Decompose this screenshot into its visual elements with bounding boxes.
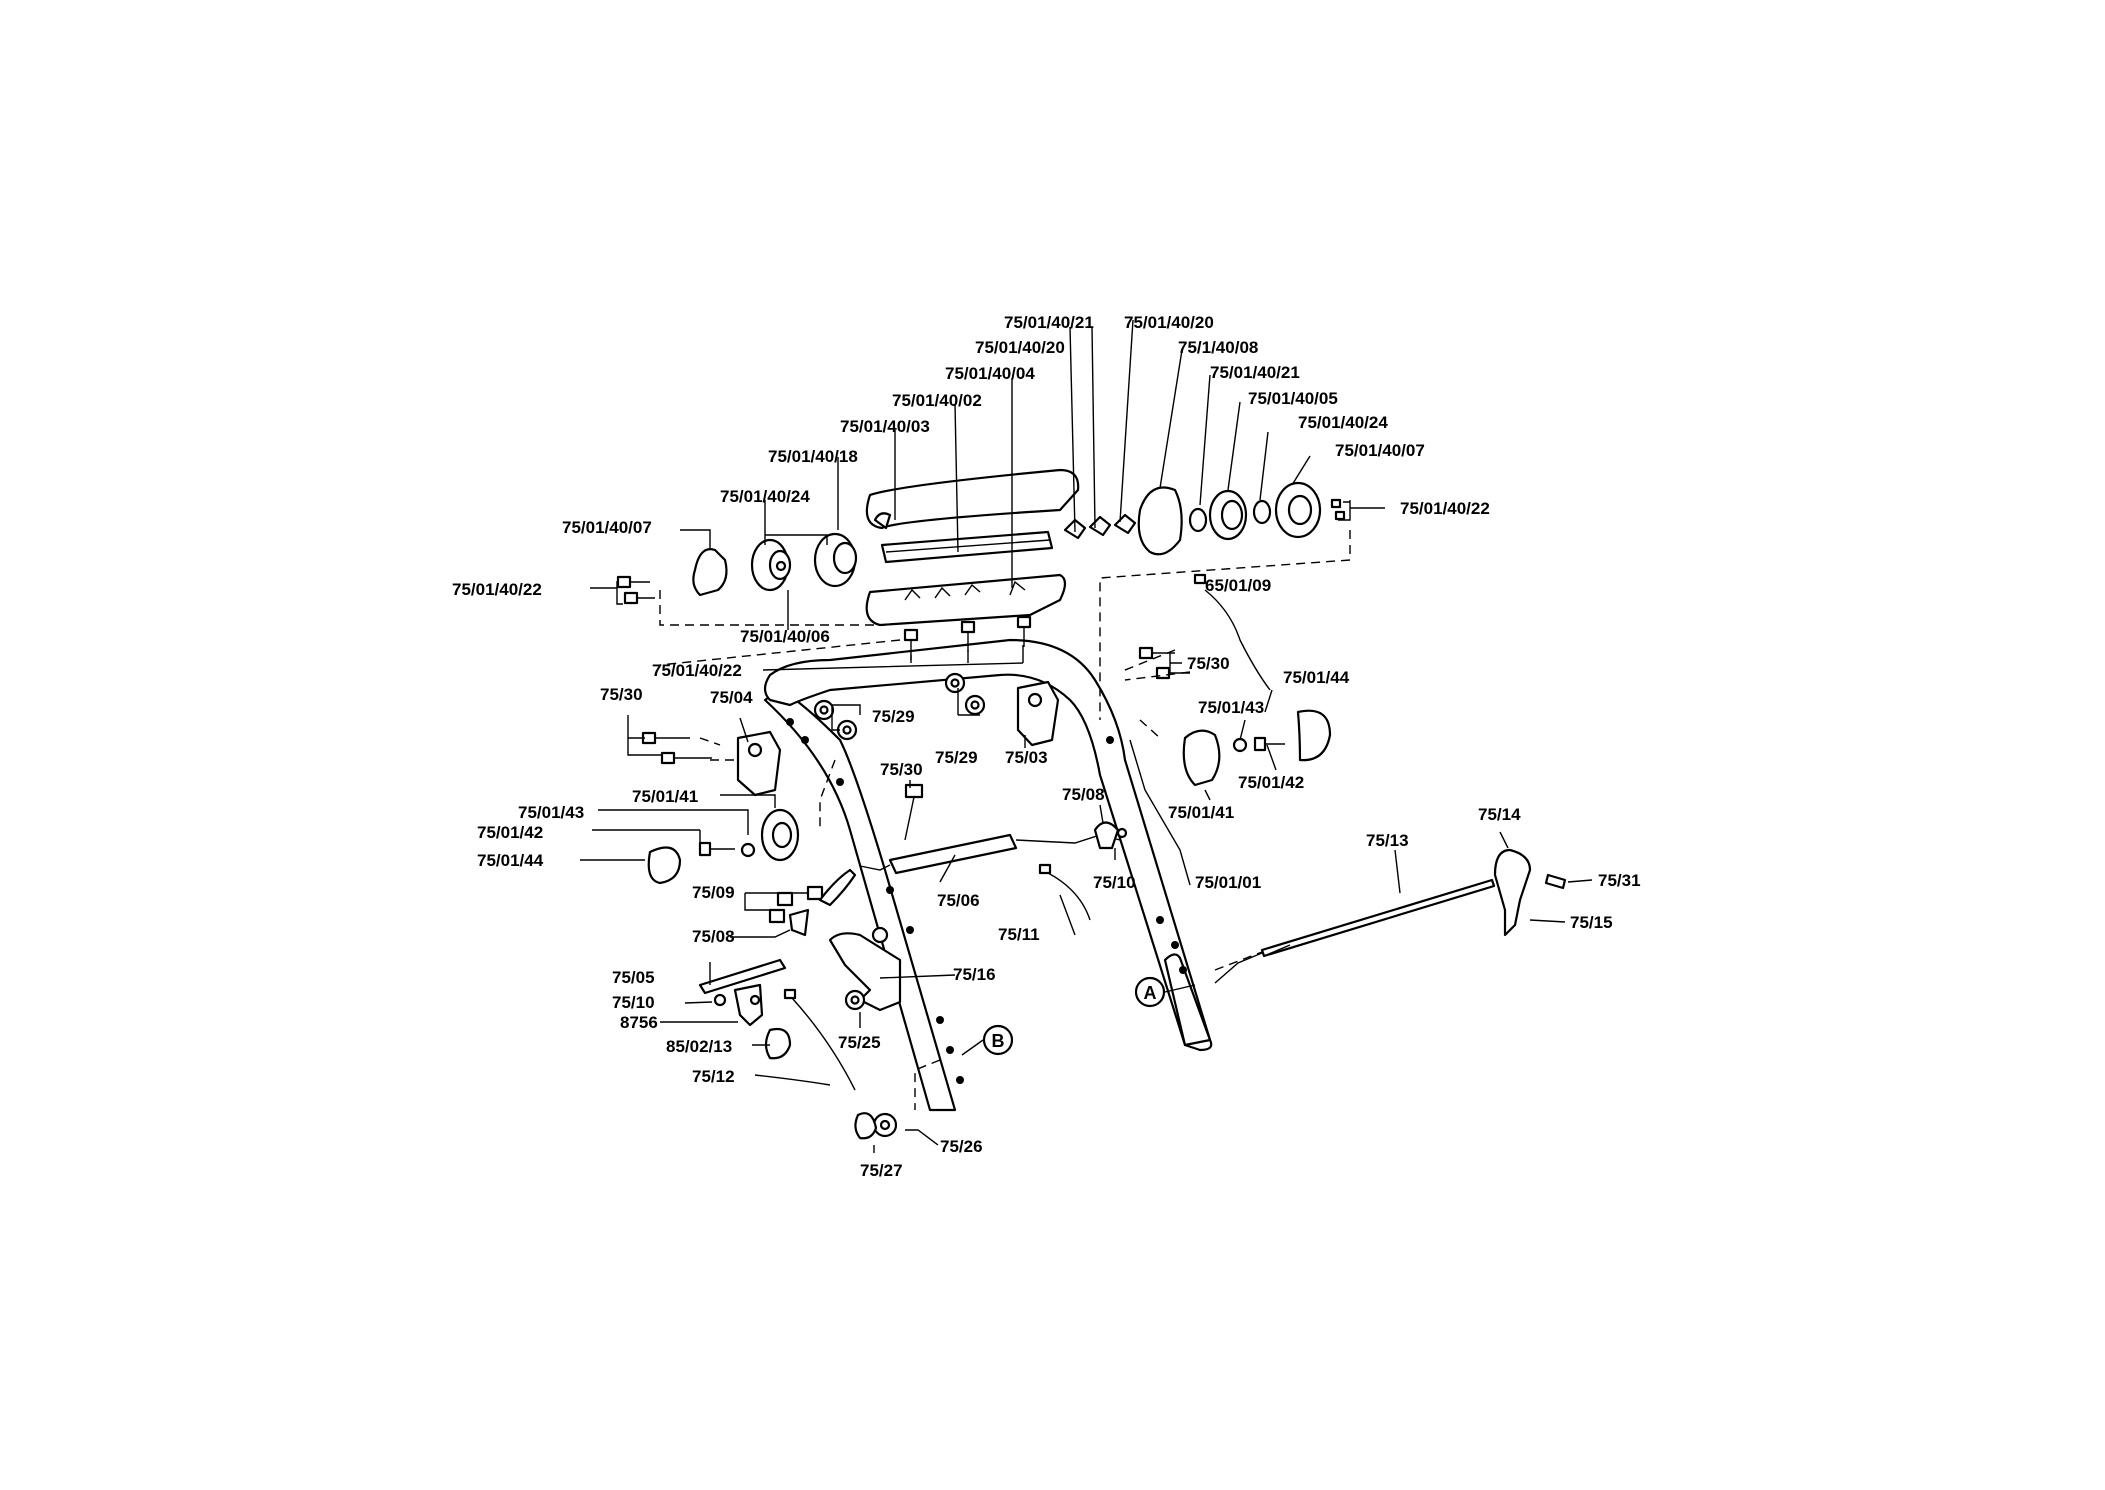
leader-lines <box>580 319 1593 1153</box>
roller-shaft <box>880 530 1054 564</box>
part-label: 65/01/09 <box>1205 576 1271 595</box>
part-label: 75/15 <box>1570 913 1613 932</box>
part-label: 75/03 <box>1005 748 1048 767</box>
part-label: 75/01/41 <box>1168 803 1234 822</box>
right-end-screws <box>1330 498 1346 521</box>
cable-75-12 <box>783 988 856 1091</box>
part-label: 85/02/13 <box>666 1037 732 1056</box>
part-label: 75/30 <box>880 760 923 779</box>
right-roller-parts <box>1063 481 1322 556</box>
clamp-center <box>1016 680 1060 747</box>
part-labels: 75/01/40/21 75/01/40/20 75/01/40/20 75/1… <box>452 313 1641 1180</box>
pin-75-31 <box>1544 873 1567 890</box>
part-label: 75/09 <box>692 883 735 902</box>
part-label: 75/01/40/24 <box>1298 413 1388 432</box>
part-label: 75/01/42 <box>1238 773 1304 792</box>
bolt-75-30-center <box>904 783 924 841</box>
clip-85-02-13 <box>764 1027 792 1060</box>
marker-b-label: B <box>992 1031 1005 1051</box>
part-label: 75/01/40/03 <box>840 417 930 436</box>
dashed-guides <box>659 530 1351 1110</box>
part-label: 75/08 <box>692 927 735 946</box>
part-label: 75/01/44 <box>477 851 544 870</box>
housing-screws <box>903 615 1032 660</box>
part-label: 75/26 <box>940 1137 983 1156</box>
part-label: 75/01/40/24 <box>720 487 810 506</box>
part-label: 75/01/40/20 <box>1124 313 1214 332</box>
part-label: 75/05 <box>612 968 655 987</box>
cable-65-01-09 <box>1193 573 1271 691</box>
cable-hooks <box>1038 821 1128 921</box>
part-label: 75/01/40/18 <box>768 447 858 466</box>
knob-left <box>647 808 800 885</box>
roller-cover <box>865 468 1080 530</box>
part-label: 75/01/40/02 <box>892 391 982 410</box>
part-label: 75/29 <box>872 707 915 726</box>
part-label: 75/01/01 <box>1195 873 1261 892</box>
part-label: 75/31 <box>1598 871 1641 890</box>
handle-frame <box>763 638 1213 1112</box>
clamp-left <box>736 730 782 797</box>
part-label: 75/11 <box>998 925 1040 944</box>
part-label: 75/10 <box>612 993 655 1012</box>
part-label: 75/01/40/05 <box>1248 389 1338 408</box>
part-label: 75/01/40/04 <box>945 364 1035 383</box>
part-label: 75/01/40/21 <box>1210 363 1300 382</box>
part-label: 75/30 <box>600 685 643 704</box>
part-label: 75/16 <box>953 965 996 984</box>
marker-b: B <box>982 1024 1014 1056</box>
part-label: 75/01/44 <box>1283 668 1350 687</box>
roller-housing <box>865 573 1067 627</box>
lever-75-05 <box>698 958 787 1027</box>
part-label: 75/12 <box>692 1067 735 1086</box>
frame-bolt-holes <box>786 718 1187 1084</box>
marker-a-label: A <box>1144 983 1157 1003</box>
part-label: 75/08 <box>1062 785 1105 804</box>
part-label: 75/01/40/21 <box>1004 313 1094 332</box>
part-label: 75/10 <box>1093 873 1136 892</box>
washer-75-25 <box>844 989 866 1011</box>
part-label: 75/01/41 <box>632 787 698 806</box>
knob-right <box>1182 709 1332 787</box>
part-label: 75/01/40/20 <box>975 338 1065 357</box>
part-label: 75/01/40/22 <box>452 580 542 599</box>
part-label: 75/01/40/07 <box>1335 441 1425 460</box>
part-label: 75/06 <box>937 891 980 910</box>
part-label: 75/01/40/22 <box>652 661 742 680</box>
part-label: 75/14 <box>1478 805 1521 824</box>
part-label: 75/25 <box>838 1033 881 1052</box>
lever-bar-75-06 <box>859 833 1121 875</box>
left-end-screws <box>616 575 655 605</box>
left-roller-parts <box>692 532 858 597</box>
part-label: 75/01/40/07 <box>562 518 652 537</box>
part-label: 75/01/43 <box>518 803 584 822</box>
part-label: 75/01/40/22 <box>1400 499 1490 518</box>
marker-a: A <box>1134 976 1166 1008</box>
part-label: 75/30 <box>1187 654 1230 673</box>
part-label: 75/1/40/08 <box>1178 338 1258 357</box>
part-label: 8756 <box>620 1013 658 1032</box>
part-label: 75/29 <box>935 748 978 767</box>
rod-75-13 <box>1260 878 1496 958</box>
part-label: 75/01/40/06 <box>740 627 830 646</box>
nut-washer-75-26-27 <box>854 1112 898 1140</box>
part-label: 75/01/43 <box>1198 698 1264 717</box>
part-label: 75/01/42 <box>477 823 543 842</box>
lever-75-14 <box>1493 848 1532 937</box>
part-label: 75/13 <box>1366 831 1409 850</box>
part-label: 75/04 <box>710 688 753 707</box>
part-label: 75/27 <box>860 1161 903 1180</box>
left-linkage-parts <box>768 868 857 937</box>
